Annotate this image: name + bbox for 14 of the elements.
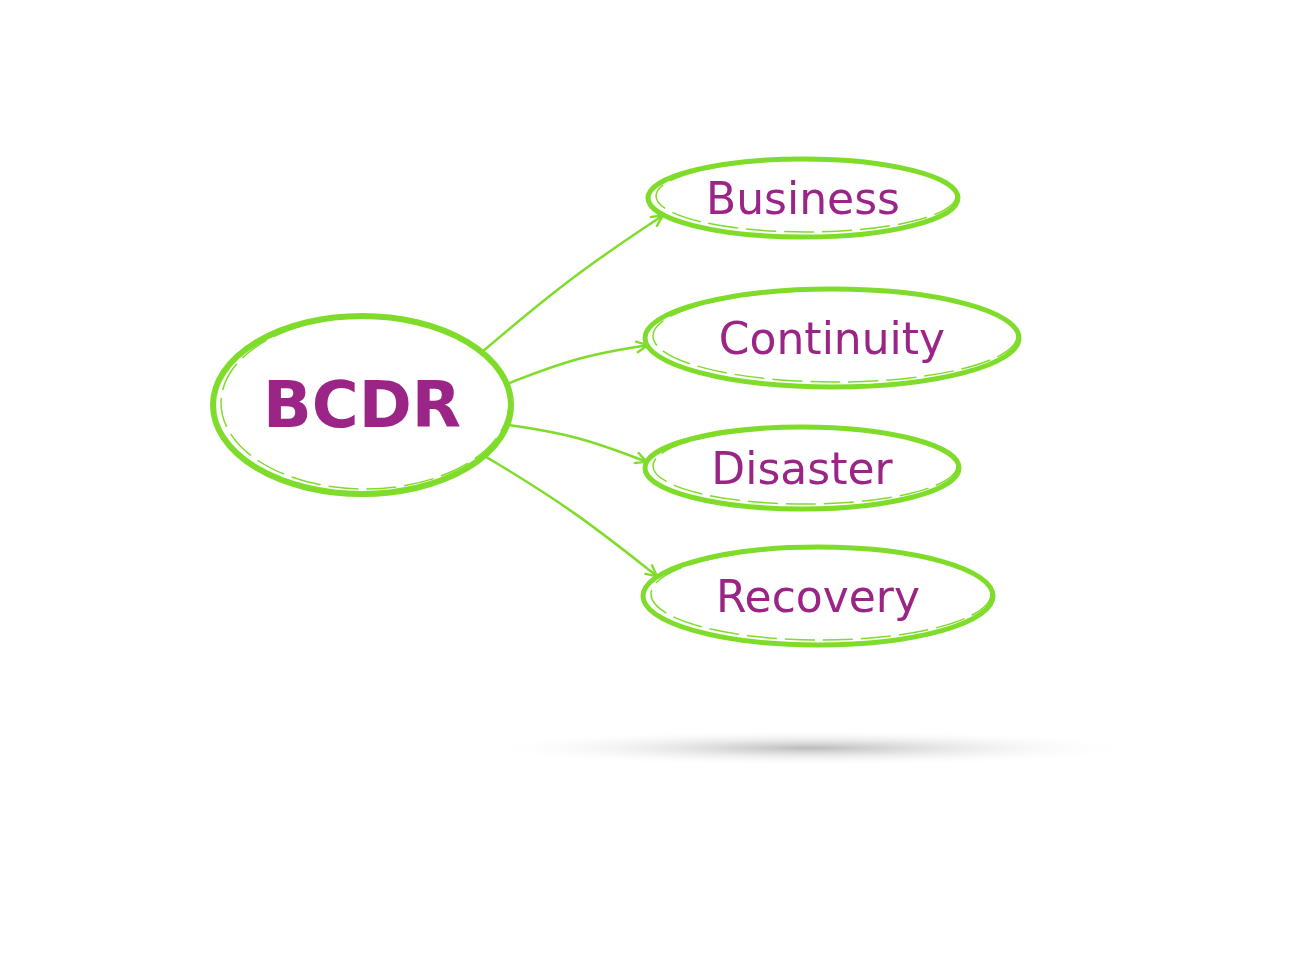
- topic-label: Business: [706, 172, 900, 224]
- topic-label: Disaster: [711, 442, 893, 494]
- arrow: [507, 423, 648, 465]
- topic-label: Recovery: [716, 570, 920, 622]
- topic-label: Continuity: [718, 312, 946, 364]
- topic-ellipse: [642, 424, 962, 512]
- arrow: [506, 340, 649, 386]
- topic-ellipse: [645, 156, 961, 240]
- arrow: [484, 455, 659, 578]
- arrow: [481, 214, 664, 353]
- central-label: BCDR: [262, 368, 462, 442]
- central-ellipse: [210, 313, 514, 497]
- topic-ellipse: [642, 286, 1022, 390]
- topic-ellipse: [640, 544, 996, 648]
